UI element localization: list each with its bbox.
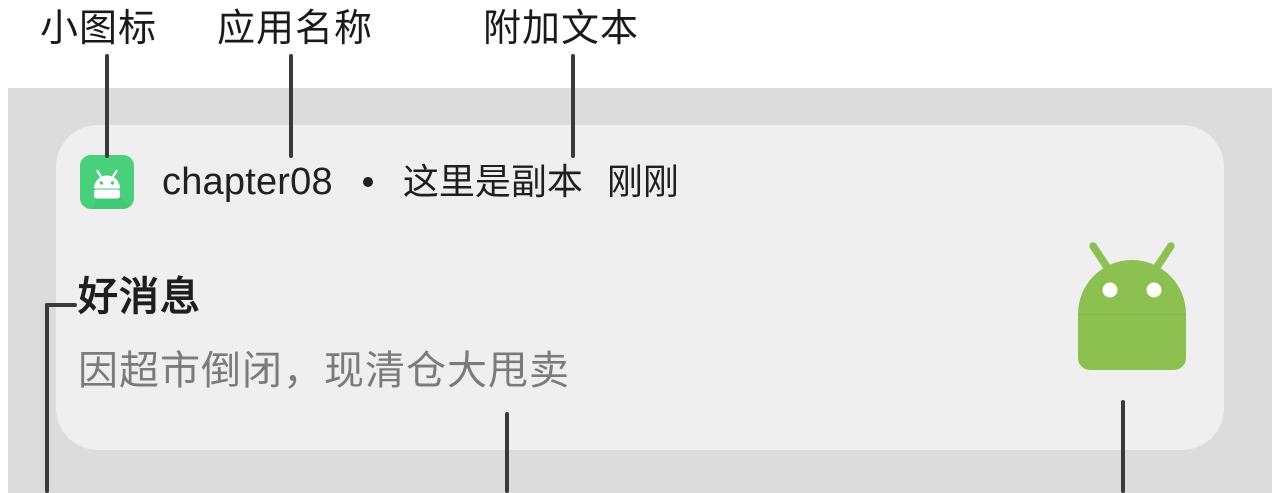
- app-name-label: chapter08: [162, 161, 333, 203]
- notification-header: chapter08 这里是副本 刚刚: [80, 151, 679, 213]
- annotation-label-small-icon: 小图标: [40, 8, 158, 50]
- leader-line-small-icon: [105, 54, 109, 158]
- leader-line-app-name: [289, 54, 293, 158]
- annotation-label-app-name: 应用名称: [217, 8, 374, 50]
- leader-line-additional-text: [571, 54, 575, 158]
- notification-subtext: 这里是副本: [402, 161, 583, 202]
- android-robot-image: [1066, 240, 1198, 380]
- notification-timestamp: 刚刚: [606, 161, 679, 202]
- notification-body-text: 因超市倒闭，现清仓大甩卖: [78, 349, 570, 393]
- leader-line-image: [1121, 400, 1125, 493]
- notification-title: 好消息: [78, 275, 201, 319]
- leader-line-body-text: [505, 412, 509, 493]
- leader-elbow-title: [45, 303, 77, 307]
- android-app-icon: [80, 155, 134, 209]
- notification-card[interactable]: chapter08 这里是副本 刚刚 好消息 因超市倒闭，现清仓大甩卖: [56, 125, 1224, 450]
- header-separator-dot: [362, 177, 373, 187]
- annotation-label-additional-text: 附加文本: [483, 8, 640, 50]
- leader-line-title: [45, 303, 49, 493]
